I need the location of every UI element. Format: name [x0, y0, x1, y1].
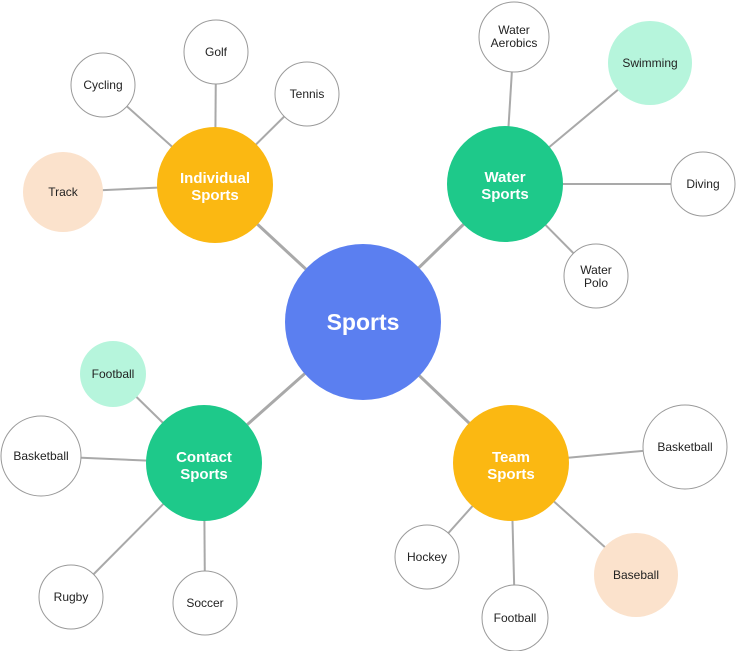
node-hockey-label: Hockey	[407, 550, 447, 564]
node-swimming-label: Swimming	[622, 56, 677, 70]
node-contact-basketball-label: Basketball	[13, 449, 68, 463]
node-soccer: Soccer	[172, 570, 238, 636]
hub-water-label-2: Sports	[481, 186, 529, 203]
node-team-basketball: Basketball	[642, 404, 728, 490]
node-cycling-label: Cycling	[83, 78, 122, 92]
node-golf: Golf	[183, 19, 249, 85]
node-team-basketball-label: Basketball	[657, 440, 712, 454]
node-rugby-label: Rugby	[54, 590, 89, 604]
hub-individual-label-1: Individual	[180, 170, 250, 187]
node-rugby: Rugby	[38, 564, 104, 630]
hub-water-label-1: Water	[484, 169, 525, 186]
hub-team-sports: Team Sports	[453, 405, 569, 521]
node-team-football: Football	[481, 584, 549, 651]
node-track-label: Track	[48, 185, 79, 199]
node-tennis-label: Tennis	[290, 87, 325, 101]
hub-team-label-1: Team	[492, 449, 530, 466]
hub-contact-sports: Contact Sports	[146, 405, 262, 521]
hub-contact-label-1: Contact	[176, 449, 232, 466]
hub-individual-label-2: Sports	[191, 187, 239, 204]
hub-individual-sports: Individual Sports	[157, 127, 273, 243]
hub-nodes: Individual Sports Water Sports Contact S…	[146, 126, 569, 521]
node-soccer-label: Soccer	[186, 596, 223, 610]
node-cycling: Cycling	[70, 52, 136, 118]
node-diving-label: Diving	[686, 177, 719, 191]
node-baseball-label: Baseball	[613, 568, 659, 582]
center-node-label: Sports	[327, 309, 400, 335]
node-contact-basketball: Basketball	[0, 415, 82, 497]
node-track: Track	[23, 152, 103, 232]
hub-team-label-2: Sports	[487, 466, 535, 483]
node-diving: Diving	[670, 151, 736, 217]
node-water-aerobics: Water Aerobics	[478, 1, 550, 73]
hub-contact-label-2: Sports	[180, 466, 228, 483]
node-golf-label: Golf	[205, 45, 228, 59]
center-node-sports: Sports	[285, 244, 441, 400]
node-swimming: Swimming	[608, 21, 692, 105]
node-water-polo: Water Polo	[563, 243, 629, 309]
node-contact-football: Football	[80, 341, 146, 407]
node-water-aerobics-label-2: Aerobics	[491, 36, 538, 50]
node-water-polo-label-2: Polo	[584, 276, 608, 290]
node-team-football-label: Football	[494, 611, 537, 625]
node-hockey: Hockey	[394, 524, 460, 590]
node-water-polo-label-1: Water	[580, 263, 612, 277]
hub-water-sports: Water Sports	[447, 126, 563, 242]
node-tennis: Tennis	[274, 61, 340, 127]
node-baseball: Baseball	[594, 533, 678, 617]
node-contact-football-label: Football	[92, 367, 135, 381]
node-water-aerobics-label-1: Water	[498, 23, 530, 37]
